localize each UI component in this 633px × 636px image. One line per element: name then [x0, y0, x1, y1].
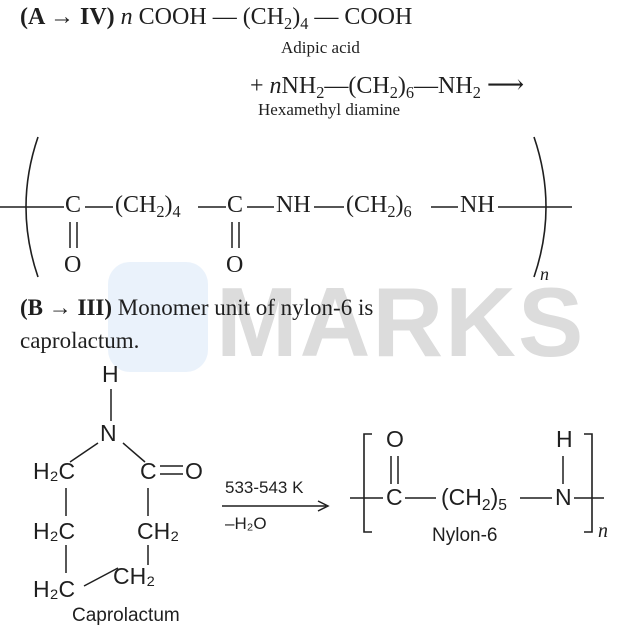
watermark-logo: [108, 262, 208, 372]
nylon6-c: C: [386, 484, 403, 510]
nylon6-repeat-n: n: [598, 520, 608, 542]
atom-o1: O: [64, 252, 82, 278]
conditions-water: –H₂O: [225, 514, 267, 533]
coeff-n: n: [120, 4, 133, 30]
statement-b-text: Monomer unit of nylon-6 is: [117, 295, 374, 320]
statement-b-tag: (B → III): [20, 295, 113, 320]
cap-h2c-1: H₂C: [33, 458, 76, 484]
reaction-a-tag: (A → IV): [20, 4, 115, 30]
nylon6-label: Nylon-6: [432, 525, 498, 546]
reaction-a-line2: + nNH2—(CH2)6—NH2 ⟶: [250, 70, 525, 103]
nylon6-o: O: [386, 426, 404, 452]
conditions-temp: 533-543 K: [225, 478, 304, 497]
nylon6-left-bracket: [363, 433, 372, 533]
cap-h-top: H: [102, 361, 119, 387]
cap-h2c-2: H₂C: [33, 518, 76, 544]
atom-c2: C: [227, 192, 244, 218]
reaction-a-line1: (A → IV) n COOH — (CH2)4 — COOH: [20, 4, 413, 34]
cap-o: O: [185, 458, 203, 484]
atom-o2: O: [226, 252, 244, 278]
atom-nh2: NH: [460, 192, 495, 218]
cooh-1: COOH: [138, 4, 207, 30]
statement-b-line2: caprolactum.: [20, 328, 140, 353]
nh2-end: —NH2: [414, 73, 481, 103]
ch2-group-2: —(CH2)6: [324, 73, 415, 103]
cap-c-carbonyl: C: [140, 458, 157, 484]
cooh-2: — COOH: [314, 4, 413, 30]
caprolactum-label: Caprolactum: [72, 605, 180, 626]
atom-nh1: NH: [276, 192, 311, 218]
hexamethyl-diamine-label: Hexamethyl diamine: [258, 100, 401, 119]
nylon6-n: N: [555, 484, 572, 510]
cap-n: N: [100, 420, 117, 446]
cap-h2c-3: H₂C: [33, 576, 76, 602]
atom-c1: C: [65, 192, 82, 218]
watermark-text: MARKS: [216, 267, 586, 377]
plus-sign: +: [250, 73, 264, 99]
ch2-group: (CH2)4: [242, 4, 309, 34]
ch2-4-group: (CH2)4: [115, 192, 181, 222]
adipic-acid-label: Adipic acid: [281, 38, 360, 57]
nylon6-h: H: [556, 426, 573, 452]
nh2-group: NH2: [281, 73, 325, 103]
cap-ch2-right: CH₂: [137, 518, 180, 544]
coeff-n-2: n: [269, 73, 282, 99]
ch2-6-group: (CH2)6: [346, 192, 412, 222]
statement-b-line1: (B → III) Monomer unit of nylon-6 is: [20, 295, 373, 321]
repeat-n: n: [540, 264, 549, 284]
dash-1: —: [212, 4, 237, 30]
nylon6-right-bracket: [584, 433, 593, 533]
cap-ch2-bottom: CH₂: [113, 563, 156, 589]
nylon6-ch2-5: (CH2)5: [441, 484, 507, 514]
reaction-arrow: ⟶: [486, 70, 525, 99]
